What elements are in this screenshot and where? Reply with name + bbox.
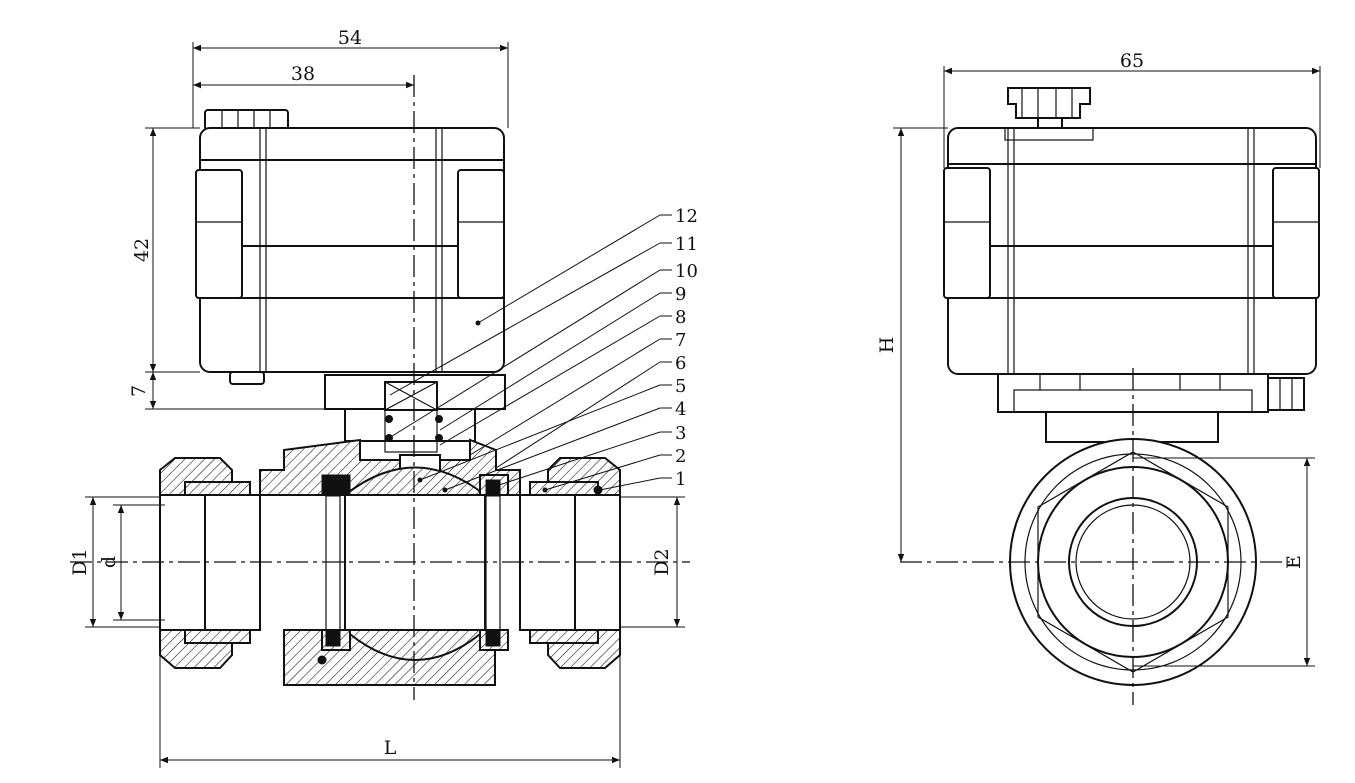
dim-bracket-height: 7 <box>128 372 325 410</box>
dim-side-width: 65 <box>943 50 1321 168</box>
svg-text:L: L <box>384 737 397 759</box>
svg-text:7: 7 <box>128 385 150 397</box>
svg-text:D1: D1 <box>69 548 91 575</box>
part-label: 4 <box>675 399 686 420</box>
dim-actuator-height: 42 <box>131 127 200 373</box>
part-label: 11 <box>675 234 698 255</box>
dim-length: L <box>159 655 621 768</box>
side-actuator-housing <box>943 127 1320 375</box>
part-label: 7 <box>675 330 686 351</box>
actuator-housing <box>195 127 505 385</box>
svg-text:D2: D2 <box>651 548 673 575</box>
dim-outer-diameter: D1 <box>69 496 160 628</box>
dim-bore: d <box>98 504 165 621</box>
dim-to-center: 38 <box>193 63 414 89</box>
svg-text:65: 65 <box>1120 50 1144 72</box>
part-label: 2 <box>675 446 686 467</box>
dim-thread-diameter: D2 <box>620 496 685 628</box>
part-label: 3 <box>675 423 686 444</box>
side-view: 65 H E <box>876 50 1321 705</box>
part-label: 5 <box>675 376 686 397</box>
part-label: 8 <box>675 307 686 328</box>
dim-side-nut: E <box>1133 457 1315 667</box>
svg-text:54: 54 <box>338 27 362 49</box>
left-union-nut <box>159 457 261 669</box>
svg-text:E: E <box>1283 555 1305 569</box>
svg-text:d: d <box>98 556 120 568</box>
dim-side-height: H <box>876 127 948 562</box>
svg-text:H: H <box>876 337 898 354</box>
part-label: 9 <box>675 284 686 305</box>
side-mounting-bracket <box>997 373 1305 443</box>
svg-text:38: 38 <box>291 63 315 85</box>
svg-text:42: 42 <box>131 238 153 262</box>
part-label: 12 <box>675 206 698 227</box>
part-label: 1 <box>675 469 686 490</box>
part-label: 6 <box>675 353 686 374</box>
front-view: 54 38 42 7 D1 d <box>69 27 698 768</box>
part-callouts: 12 11 10 9 8 7 6 5 4 3 2 1 <box>388 206 698 493</box>
manual-knob <box>204 109 289 131</box>
part-label: 10 <box>675 261 698 282</box>
